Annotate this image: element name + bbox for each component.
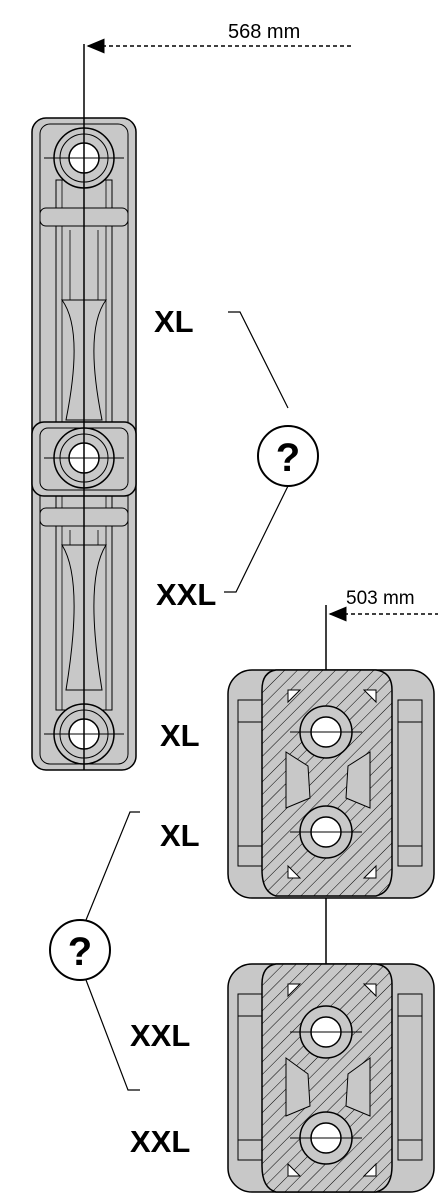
label-xxl-top: XXL	[156, 577, 216, 612]
question-mark-top: ?	[276, 436, 300, 480]
label-xl-block1-upper: XL	[160, 718, 200, 753]
label-xxl-block2-lower: XXL	[130, 1124, 190, 1159]
label-xl-block1-lower: XL	[160, 818, 200, 853]
question-bracket-top: ?	[224, 311, 319, 593]
bottom-dimension-label: 503 mm	[346, 588, 415, 609]
question-mark-bottom: ?	[68, 930, 92, 974]
tall-bracket	[31, 44, 137, 771]
label-xxl-block2-upper: XXL	[130, 1018, 190, 1053]
label-xl-top: XL	[154, 304, 194, 339]
question-bracket-bottom: ?	[49, 811, 140, 1091]
block-xxl	[227, 963, 435, 1193]
top-dimension: 568 mm	[86, 21, 352, 54]
top-dimension-label: 568 mm	[228, 21, 300, 43]
block-xl	[227, 669, 435, 899]
